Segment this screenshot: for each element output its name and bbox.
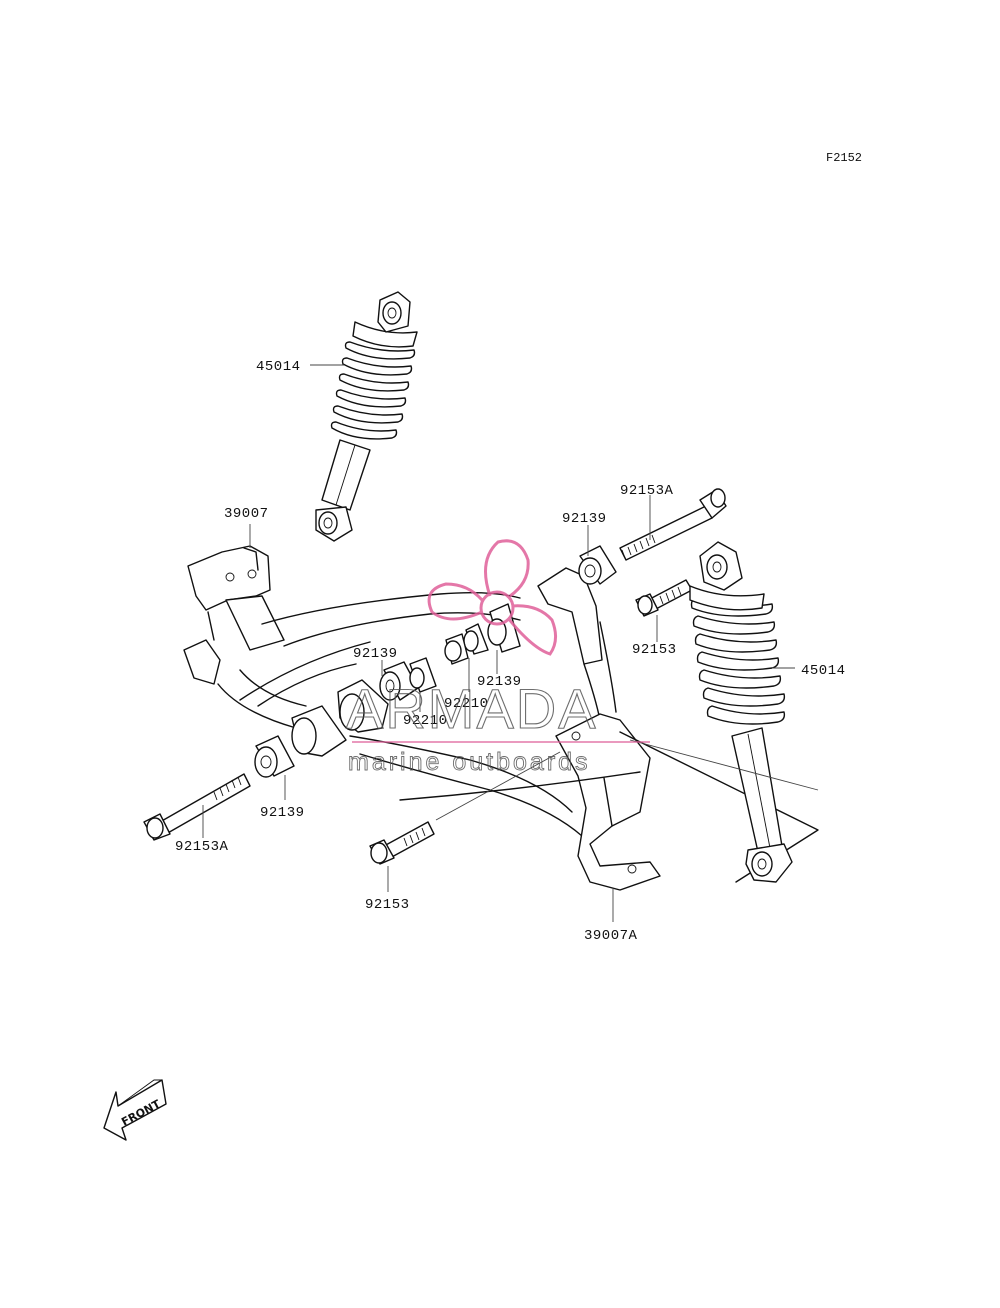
front-arrow-icon: FRONT bbox=[103, 1079, 167, 1141]
part-label-bushing-top-right: 92139 bbox=[562, 511, 607, 527]
pivot-sleeve-lower bbox=[291, 679, 389, 757]
bushing-mid-pivot bbox=[487, 603, 521, 653]
figure-id: F2152 bbox=[826, 151, 862, 165]
part-label-bushing-lower-left: 92139 bbox=[260, 805, 305, 821]
part-label-arm-right: 39007A bbox=[584, 928, 638, 944]
bushing-lower-left bbox=[254, 735, 295, 778]
part-label-arm-left: 39007 bbox=[224, 506, 269, 522]
bolt-long-lower-left bbox=[143, 773, 251, 841]
part-label-collar-mid-b: 92210 bbox=[403, 713, 448, 729]
bolt-short-right bbox=[635, 579, 693, 617]
bolt-long-upper-right bbox=[619, 488, 727, 561]
shock-absorber-upper-left bbox=[315, 291, 418, 542]
shock-absorber-right bbox=[689, 541, 793, 883]
bushing-upper-right bbox=[578, 545, 617, 585]
part-label-bolt-top-right: 92153A bbox=[620, 483, 674, 499]
watermark: ARMADA marine outboards bbox=[345, 539, 650, 776]
part-label-shock-upper-left: 45014 bbox=[256, 359, 301, 375]
part-label-bolt-lower-left: 92153A bbox=[175, 839, 229, 855]
watermark-subtitle: marine outboards bbox=[348, 748, 591, 776]
part-label-shock-right: 45014 bbox=[801, 663, 846, 679]
part-label-bolt-lower-mid: 92153 bbox=[365, 897, 410, 913]
part-label-bushing-mid-b: 92139 bbox=[477, 674, 522, 690]
watermark-title: ARMADA bbox=[346, 677, 598, 740]
part-label-collar-mid-a: 92210 bbox=[444, 696, 489, 712]
bushing-mid-lower bbox=[379, 657, 437, 701]
propeller-logo-icon bbox=[427, 539, 557, 656]
collar-mid-upper bbox=[444, 623, 489, 665]
part-label-bushing-mid-a: 92139 bbox=[353, 646, 398, 662]
leader-lines bbox=[202, 364, 819, 922]
part-label-bolt-right: 92153 bbox=[632, 642, 677, 658]
bolt-short-lower-mid bbox=[369, 821, 435, 865]
suspension-arm-right bbox=[349, 567, 819, 891]
